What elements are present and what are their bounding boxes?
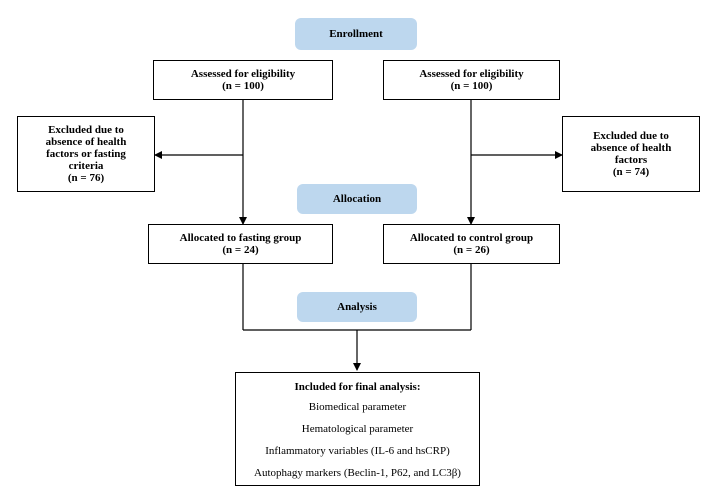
fasting-allocated-count: (n = 24) [222,244,259,256]
control-excluded-line: factors [614,154,648,166]
final-analysis-item: Biomedical parameter [308,401,407,413]
stage-analysis: Analysis [297,292,417,322]
control-excluded-box: Excluded due to absence of health factor… [562,116,700,192]
control-excluded-line: absence of health [590,142,672,154]
final-analysis-box: Included for final analysis: Biomedical … [235,372,480,486]
control-assessed-box: Assessed for eligibility (n = 100) [383,60,560,100]
control-assessed-count: (n = 100) [450,80,493,92]
control-excluded-line: Excluded due to [593,130,669,142]
control-allocated-count: (n = 26) [453,244,490,256]
fasting-assessed-box: Assessed for eligibility (n = 100) [153,60,333,100]
control-allocated-title: Allocated to control group [409,232,534,244]
fasting-allocated-box: Allocated to fasting group (n = 24) [148,224,333,264]
final-analysis-list: Biomedical parameter Hematological param… [236,401,479,479]
fasting-assessed-count: (n = 100) [222,80,264,92]
stage-enrollment: Enrollment [295,18,417,50]
fasting-excluded-count: (n = 76) [67,172,105,184]
fasting-excluded-line: criteria [68,160,104,172]
control-excluded-count: (n = 74) [612,166,650,178]
final-analysis-title: Included for final analysis: [294,381,421,393]
stage-allocation: Allocation [297,184,417,214]
final-analysis-item: Autophagy markers (Beclin-1, P62, and LC… [254,467,461,479]
fasting-excluded-line: Excluded due to [48,124,124,136]
fasting-assessed-title: Assessed for eligibility [190,68,296,80]
control-assessed-title: Assessed for eligibility [419,68,524,80]
fasting-excluded-box: Excluded due to absence of health factor… [17,116,155,192]
fasting-excluded-line: absence of health [45,136,127,148]
final-analysis-item: Hematological parameter [301,423,414,435]
control-allocated-box: Allocated to control group (n = 26) [383,224,560,264]
fasting-excluded-line: factors or fasting [46,148,126,160]
final-analysis-item: Inflammatory variables (IL-6 and hsCRP) [265,445,450,457]
fasting-allocated-title: Allocated to fasting group [179,232,302,244]
